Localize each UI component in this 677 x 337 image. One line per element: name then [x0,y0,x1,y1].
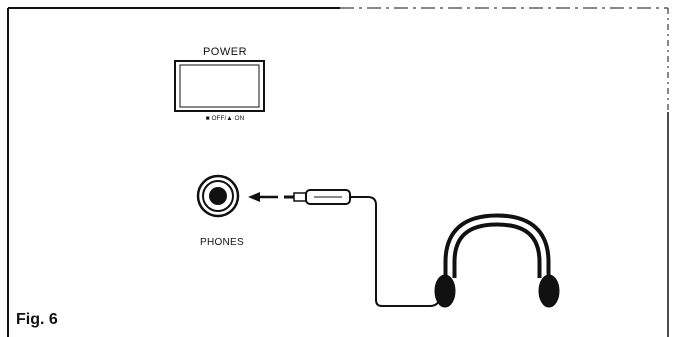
phones-label: PHONES [199,237,245,248]
power-legend: ■ OFF/▲ ON [205,115,245,122]
phones-jack-icon [196,174,240,218]
headphones-icon [434,213,560,308]
figure-caption: Fig. 6 [16,311,58,328]
panel-border [7,7,669,337]
power-label: POWER [202,46,248,58]
headphone-plug-icon [284,189,351,205]
power-switch [174,60,265,112]
headphone-cable [350,196,441,307]
insert-arrow-icon [248,192,278,202]
